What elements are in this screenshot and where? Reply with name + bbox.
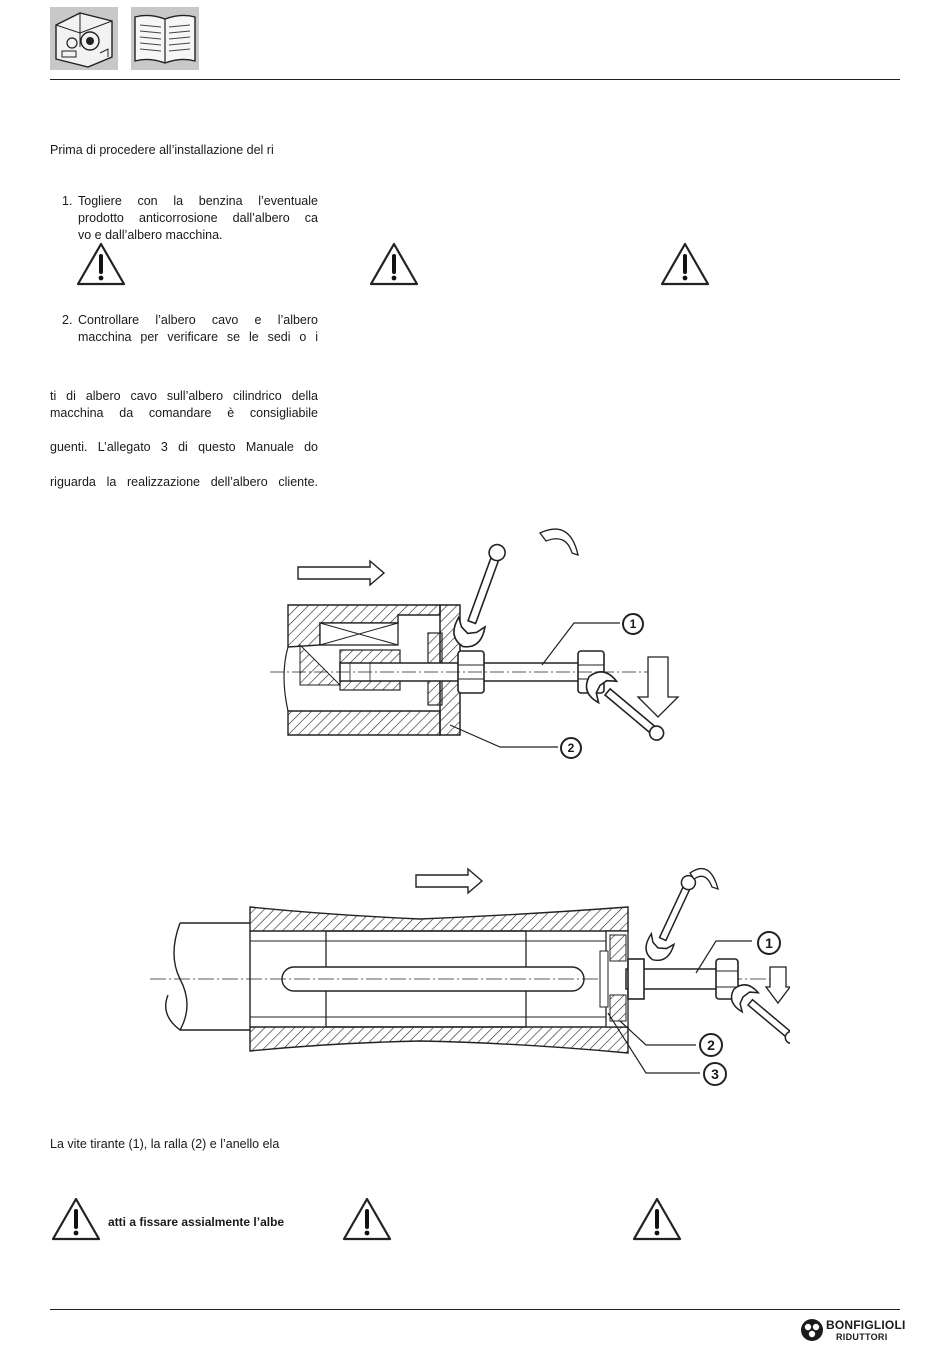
warning-icon xyxy=(342,1197,392,1241)
step-list: 1. Togliere con la benzina l’eventuale p… xyxy=(62,193,318,244)
step-line: Togliere con la benzina l’eventuale xyxy=(78,194,318,208)
wrench-icon xyxy=(585,671,665,741)
step-number: 2. xyxy=(62,313,73,327)
callout-2: 2 xyxy=(699,1033,723,1057)
callout-2: 2 xyxy=(560,737,582,759)
list-item: 2. Controllare l’albero cavo e l’albero xyxy=(62,312,318,329)
manual-book-icon xyxy=(131,7,199,70)
list-item: vo e dall’albero macchina. xyxy=(62,227,318,244)
bonfiglioli-logo-icon xyxy=(801,1319,823,1341)
callout-1: 1 xyxy=(622,613,644,635)
wrench-icon xyxy=(453,543,506,648)
paragraph-line: guenti. L’allegato 3 di questo Manuale d… xyxy=(50,440,318,454)
warning-note: atti a fissare assialmente l’albe xyxy=(108,1215,285,1229)
brand-sub: RIDUTTORI xyxy=(836,1332,888,1342)
down-arrow-icon xyxy=(636,656,680,718)
figure-shaft-diagram xyxy=(150,867,790,1074)
header-rule xyxy=(50,79,900,80)
wrench-icon xyxy=(645,874,697,962)
step-list-2: 2. Controllare l’albero cavo e l’albero … xyxy=(62,312,318,346)
push-arrow-icon xyxy=(415,867,484,895)
paragraph-line: riguarda la realizzazione dell’albero cl… xyxy=(50,475,318,489)
list-item: macchina per verificare se le sedi o i xyxy=(62,329,318,346)
paragraph-line: macchina da comandare è consigliabile xyxy=(50,406,318,420)
list-item: 1. Togliere con la benzina l’eventuale xyxy=(62,193,318,210)
footer-rule xyxy=(50,1309,900,1310)
rotate-arrow-icon xyxy=(689,868,719,890)
intro-paragraph: Prima di procedere all’installazione del… xyxy=(50,143,274,157)
push-arrow-icon xyxy=(297,559,386,587)
warning-icon xyxy=(76,242,126,286)
wrench-icon xyxy=(730,984,790,1045)
down-arrow-icon xyxy=(764,966,790,1005)
rotate-arrow-icon xyxy=(538,528,579,556)
paragraph-line: ti di albero cavo sull’albero cilindrico… xyxy=(50,389,318,403)
callout-3: 3 xyxy=(703,1062,727,1086)
brand-name: BONFIGLIOLI xyxy=(826,1318,906,1332)
gearbox-icon xyxy=(50,7,118,70)
callout-1: 1 xyxy=(757,931,781,955)
warning-icon xyxy=(51,1197,101,1241)
warning-icon xyxy=(369,242,419,286)
step-line: macchina per verificare se le sedi o i xyxy=(78,330,318,344)
step-number: 1. xyxy=(62,194,73,208)
warning-icon xyxy=(660,242,710,286)
step-line: vo e dall’albero macchina. xyxy=(78,228,223,242)
list-item: prodotto anticorrosione dall’albero ca xyxy=(62,210,318,227)
caption-paragraph: La vite tirante (1), la ralla (2) e l’an… xyxy=(50,1137,280,1151)
step-line: prodotto anticorrosione dall’albero ca xyxy=(78,211,318,225)
warning-icon xyxy=(632,1197,682,1241)
step-line: Controllare l’albero cavo e l’albero xyxy=(78,313,318,327)
figure-mounting-diagram xyxy=(270,528,680,748)
